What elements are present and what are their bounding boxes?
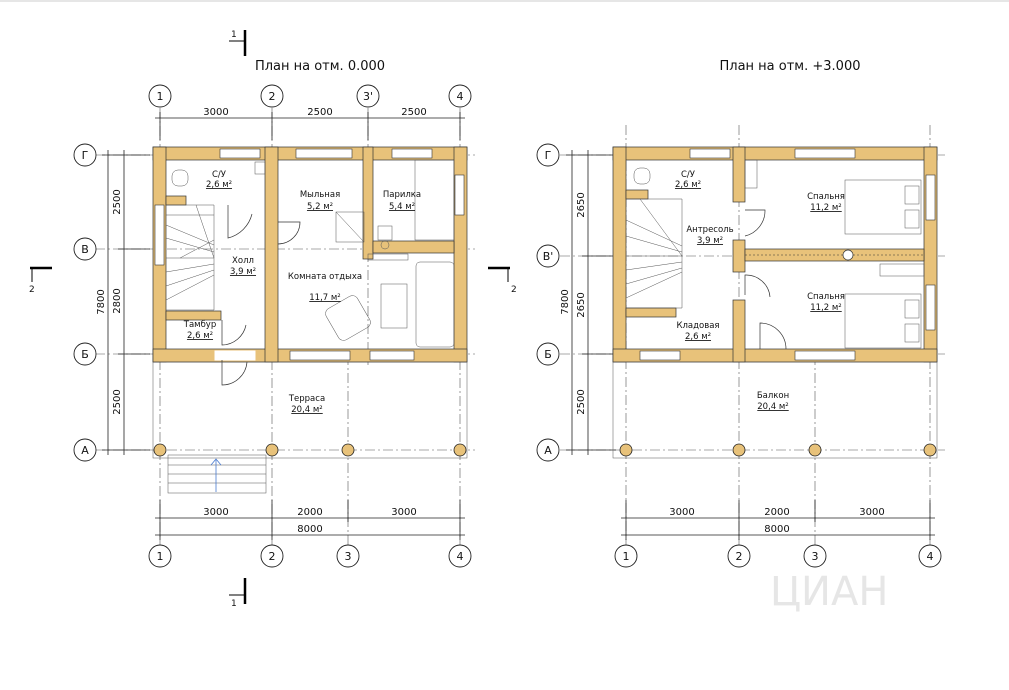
axis-label: 4 xyxy=(927,550,934,563)
room-area: 11,7 м² xyxy=(309,293,340,303)
room-name: Холл xyxy=(232,256,254,266)
room-name: Антресоль xyxy=(686,225,733,235)
room-area: 2,6 м² xyxy=(675,180,701,190)
axis-label: 3 xyxy=(345,550,352,563)
room-area: 20,4 м² xyxy=(291,405,322,415)
room-area: 3,9 м² xyxy=(697,236,723,246)
section-cut-bottom: 1 xyxy=(229,578,247,609)
dimension-total: 8000 xyxy=(297,524,322,535)
axis-label: 2 xyxy=(269,90,276,103)
dimension: 2650 xyxy=(576,192,587,217)
axis-label: В xyxy=(81,243,89,256)
room-area: 20,4 м² xyxy=(757,402,788,412)
section-label: 2 xyxy=(29,285,35,295)
dimension: 2000 xyxy=(297,507,322,518)
axis-label: 2 xyxy=(269,550,276,563)
dimension: 3000 xyxy=(203,107,228,118)
axis-label: Б xyxy=(81,348,89,361)
dimension-total: 7800 xyxy=(560,289,571,314)
dimension: 2650 xyxy=(576,292,587,317)
cut-label: 1 xyxy=(231,30,237,40)
cut-label: 1 xyxy=(231,599,237,609)
axis-label: Б xyxy=(544,348,552,361)
room-name: С/У xyxy=(681,170,696,180)
room-area: 11,2 м² xyxy=(810,303,841,313)
axis-label: А xyxy=(81,444,89,457)
dimension: 2500 xyxy=(112,389,123,414)
axis-label: А xyxy=(544,444,552,457)
room-name: Парилка xyxy=(383,190,421,200)
section-label: 2 xyxy=(511,285,517,295)
room-area: 11,2 м² xyxy=(810,203,841,213)
axis-label: 1 xyxy=(157,90,164,103)
dimension-total: 7800 xyxy=(96,289,107,314)
room-area: 3,9 м² xyxy=(230,267,256,277)
room-area: 5,2 м² xyxy=(307,202,333,212)
room-name: Мыльная xyxy=(300,190,340,200)
dimension: 2500 xyxy=(307,107,332,118)
room-area: 2,6 м² xyxy=(206,180,232,190)
axis-label: 1 xyxy=(157,550,164,563)
dimension-total: 8000 xyxy=(764,524,789,535)
room-name: Комната отдыха xyxy=(288,272,362,282)
plan-title: План на отм. 0.000 xyxy=(255,59,385,74)
axis-label: 4 xyxy=(457,90,464,103)
section-cut-top: 1 xyxy=(229,30,247,56)
dimension: 2800 xyxy=(112,288,123,313)
axis-label: 1 xyxy=(623,550,630,563)
axis-label: 2 xyxy=(736,550,743,563)
dimension: 3000 xyxy=(203,507,228,518)
dimension: 2500 xyxy=(576,389,587,414)
axis-label: 3 xyxy=(812,550,819,563)
watermark: ЦИАН xyxy=(770,569,888,615)
axis-label: 3' xyxy=(363,90,373,103)
room-area: 2,6 м² xyxy=(187,331,213,341)
plan-upper-floor: План на отм. +3.000 Г В' Б А 2650 2650 2… xyxy=(536,59,945,568)
room-name: Балкон xyxy=(757,391,789,401)
plan-ground-floor: План на отм. 0.000 1 2 3' 4 3000 2500 25… xyxy=(29,59,517,568)
plan-title: План на отм. +3.000 xyxy=(720,59,861,74)
axis-label: Г xyxy=(545,149,552,162)
dimension: 3000 xyxy=(669,507,694,518)
dimension: 3000 xyxy=(391,507,416,518)
axis-label: Г xyxy=(82,149,89,162)
room-name: Терраса xyxy=(288,394,325,404)
room-name: С/У xyxy=(212,170,227,180)
room-name: Кладовая xyxy=(676,321,719,331)
room-area: 2,6 м² xyxy=(685,332,711,342)
room-area: 5,4 м² xyxy=(389,202,415,212)
room-name: Тамбур xyxy=(183,320,216,330)
dimension: 2000 xyxy=(764,507,789,518)
axis-label: 4 xyxy=(457,550,464,563)
dimension: 2500 xyxy=(112,189,123,214)
room-name: Спальня xyxy=(807,192,845,202)
dimension: 2500 xyxy=(401,107,426,118)
dimension: 3000 xyxy=(859,507,884,518)
room-name: Спальня xyxy=(807,292,845,302)
axis-label: В' xyxy=(543,250,554,263)
